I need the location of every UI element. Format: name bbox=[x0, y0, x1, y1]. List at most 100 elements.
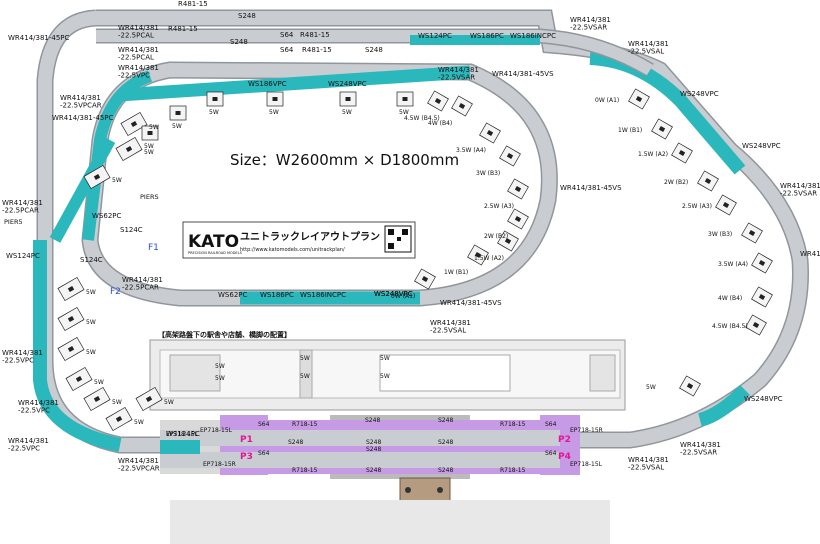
pier-inner-top-label-3: 5W bbox=[172, 123, 182, 130]
track-label-left-10: S124C bbox=[80, 256, 103, 264]
pier-outer-right-label-7: 4W (B4) bbox=[718, 295, 742, 302]
track-label-inner-6: WS62PC bbox=[218, 291, 247, 299]
marker-p1: P1 bbox=[240, 435, 253, 445]
pier-left-label-0: 5W bbox=[149, 124, 159, 131]
pier-station-label-2: 5W bbox=[380, 355, 390, 362]
track-label-station-0: EP718-15L bbox=[200, 427, 233, 434]
track-label-left-12: WR414/381-22.5VPC bbox=[2, 349, 43, 365]
plan-name: ユニトラックレイアウトプラン bbox=[240, 230, 380, 243]
pier-outer-right-label-9: 5W bbox=[646, 384, 656, 391]
pier-inner-top-label-0: 5W bbox=[209, 109, 219, 116]
pier-inner-top-label-4: 5W bbox=[144, 143, 154, 150]
marker-p4: P4 bbox=[558, 452, 571, 462]
pier-left-label-8: 5W bbox=[134, 419, 144, 426]
size-title: Size：W2600mm × D1800mm bbox=[230, 151, 459, 169]
plan-url[interactable]: http://www.katomodels.com/unitrackplan/ bbox=[240, 247, 345, 253]
track-label-left-8: WS62PC bbox=[92, 212, 121, 220]
track-label-left-13: WR414/381-22.5VPC bbox=[18, 399, 59, 415]
track-label-inner-11: WR414/381-22.5VSAL bbox=[430, 319, 471, 335]
pier-inner-right-label-7: 1W (B1) bbox=[444, 269, 468, 276]
track-label-left-15: WR414/381-22.5VPCAR bbox=[118, 457, 160, 473]
track-label-left-11: WR414/381-22.5PCAR bbox=[2, 199, 43, 215]
track-label-left-14: WR414/381-22.5VPC bbox=[8, 437, 49, 453]
track-label-station-5: S248 bbox=[438, 417, 453, 424]
pier-left-label-6: 5W bbox=[94, 379, 104, 386]
pier-inner-right-label-5: 2W (B2) bbox=[484, 233, 508, 240]
track-label-right-1: WS248VPC bbox=[742, 142, 781, 150]
track-label-inner-1: WS248VPC bbox=[328, 80, 367, 88]
track-label-station-2: S64 bbox=[258, 421, 270, 428]
track-label-top-2: R481-15 bbox=[168, 25, 198, 33]
track-label-station-17: S248 bbox=[438, 467, 453, 474]
station-area bbox=[160, 415, 610, 544]
track-label-station-1: EP718-15R bbox=[203, 461, 236, 468]
pier-station-label-0: 5W bbox=[215, 363, 225, 370]
pier5-label: PIER5 bbox=[4, 218, 23, 226]
pier-left-label-3: 5W bbox=[86, 289, 96, 296]
track-label-right-6: WR414/381-22.5VSAL bbox=[628, 456, 669, 472]
section-title: 【高架路盤下の駅舎や店舗、橋脚の配置】 bbox=[158, 330, 291, 339]
marker-p2: P2 bbox=[558, 435, 571, 445]
pier-inner-top-label-2: 5W bbox=[342, 109, 352, 116]
arrangement-box bbox=[149, 339, 626, 411]
track-label-left-5: WR414/381-45PC bbox=[52, 114, 114, 122]
track-label-inner-5: WR414/381-45VS bbox=[560, 184, 622, 192]
track-label-right-5: WR414/381-22.5VSAR bbox=[680, 441, 721, 457]
track-label-right-3: WR414/381-45VS bbox=[800, 250, 820, 258]
kato-brand-block: KATO PRECISION RAILROAD MODELS ユニトラックレイア… bbox=[182, 221, 416, 259]
track-label-station-18: R718-15 bbox=[500, 467, 526, 474]
pier-left-label-9: 5W bbox=[164, 399, 174, 406]
pier-inner-top-label-5: 5W bbox=[399, 109, 409, 116]
pier-station-label-1: 5W bbox=[300, 355, 310, 362]
track-label-inner-4: WS248VPC bbox=[374, 290, 413, 298]
track-label-left-7: WR414/381-22.5PCAR bbox=[122, 276, 163, 292]
track-label-station-11: S248 bbox=[366, 446, 381, 453]
pier-station-label-3: 5W bbox=[215, 375, 225, 382]
track-label-station-14: S64 bbox=[258, 450, 270, 457]
pier-outer-right-label-3: 2W (B2) bbox=[664, 179, 688, 186]
track-label-left-4: WR414/381-22.5VPCAR bbox=[60, 94, 102, 110]
inner-loop-track bbox=[49, 61, 558, 307]
pier-left-label-2: 5W bbox=[112, 177, 122, 184]
pier-shapes bbox=[57, 88, 773, 432]
track-label-station-7: S64 bbox=[545, 421, 557, 428]
track-label-station-15: R718-15 bbox=[292, 467, 318, 474]
pier-inner-top-label-1: 5W bbox=[269, 109, 279, 116]
pier-station-label-4: 5W bbox=[300, 373, 310, 380]
track-label-station-20: EP718-15L bbox=[166, 431, 199, 438]
track-label-station-6: R718-15 bbox=[500, 421, 526, 428]
track-label-left-1: WR414/381-22.5PCAL bbox=[118, 24, 159, 40]
track-label-inner-8: WS186INCPC bbox=[300, 291, 346, 299]
marker-p3: P3 bbox=[240, 452, 253, 462]
track-label-left-2: WR414/381-22.5PCAL bbox=[118, 46, 159, 62]
track-label-station-10: S248 bbox=[366, 439, 381, 446]
track-label-station-19: S64 bbox=[545, 450, 557, 457]
track-label-right-0: WS248VPC bbox=[680, 90, 719, 98]
track-label-station-4: S248 bbox=[365, 417, 380, 424]
track-label-right-4: WS248VPC bbox=[744, 395, 783, 403]
track-label-top-0: R481-15 bbox=[178, 0, 208, 8]
track-label-station-9: S248 bbox=[288, 439, 303, 446]
pier-inner-right-label-1: 4W (B4) bbox=[428, 120, 452, 127]
track-label-top-11: WS186INCPC bbox=[510, 32, 556, 40]
track-label-top-5: S64 bbox=[280, 46, 294, 54]
track-label-station-3: R718-15 bbox=[292, 421, 318, 428]
pier-station-label-5: 5W bbox=[380, 373, 390, 380]
track-label-top-10: WS186PC bbox=[470, 32, 504, 40]
track-label-top-6: R481-15 bbox=[302, 46, 332, 54]
pier-inner-right-label-6: 1.5W (A2) bbox=[474, 255, 504, 262]
track-label-top-12: WR414/381-22.5VSAR bbox=[570, 16, 611, 32]
pier-inner-right-label-0: 4.5W (B4.5) bbox=[404, 115, 440, 122]
outer-loop-track bbox=[33, 9, 809, 454]
track-label-top-9: WS124PC bbox=[418, 32, 452, 40]
pier-inner-right-label-3: 3W (B3) bbox=[476, 170, 500, 177]
piers-label: PIERS bbox=[140, 193, 159, 201]
marker-f1: F1 bbox=[148, 243, 159, 253]
track-label-top-3: S64 bbox=[280, 31, 294, 39]
track-label-top-1: S248 bbox=[238, 12, 256, 20]
track-label-station-12: S248 bbox=[438, 439, 453, 446]
pier-outer-right-label-0: 0W (A1) bbox=[595, 97, 619, 104]
track-label-station-13: EP718-15L bbox=[570, 461, 603, 468]
